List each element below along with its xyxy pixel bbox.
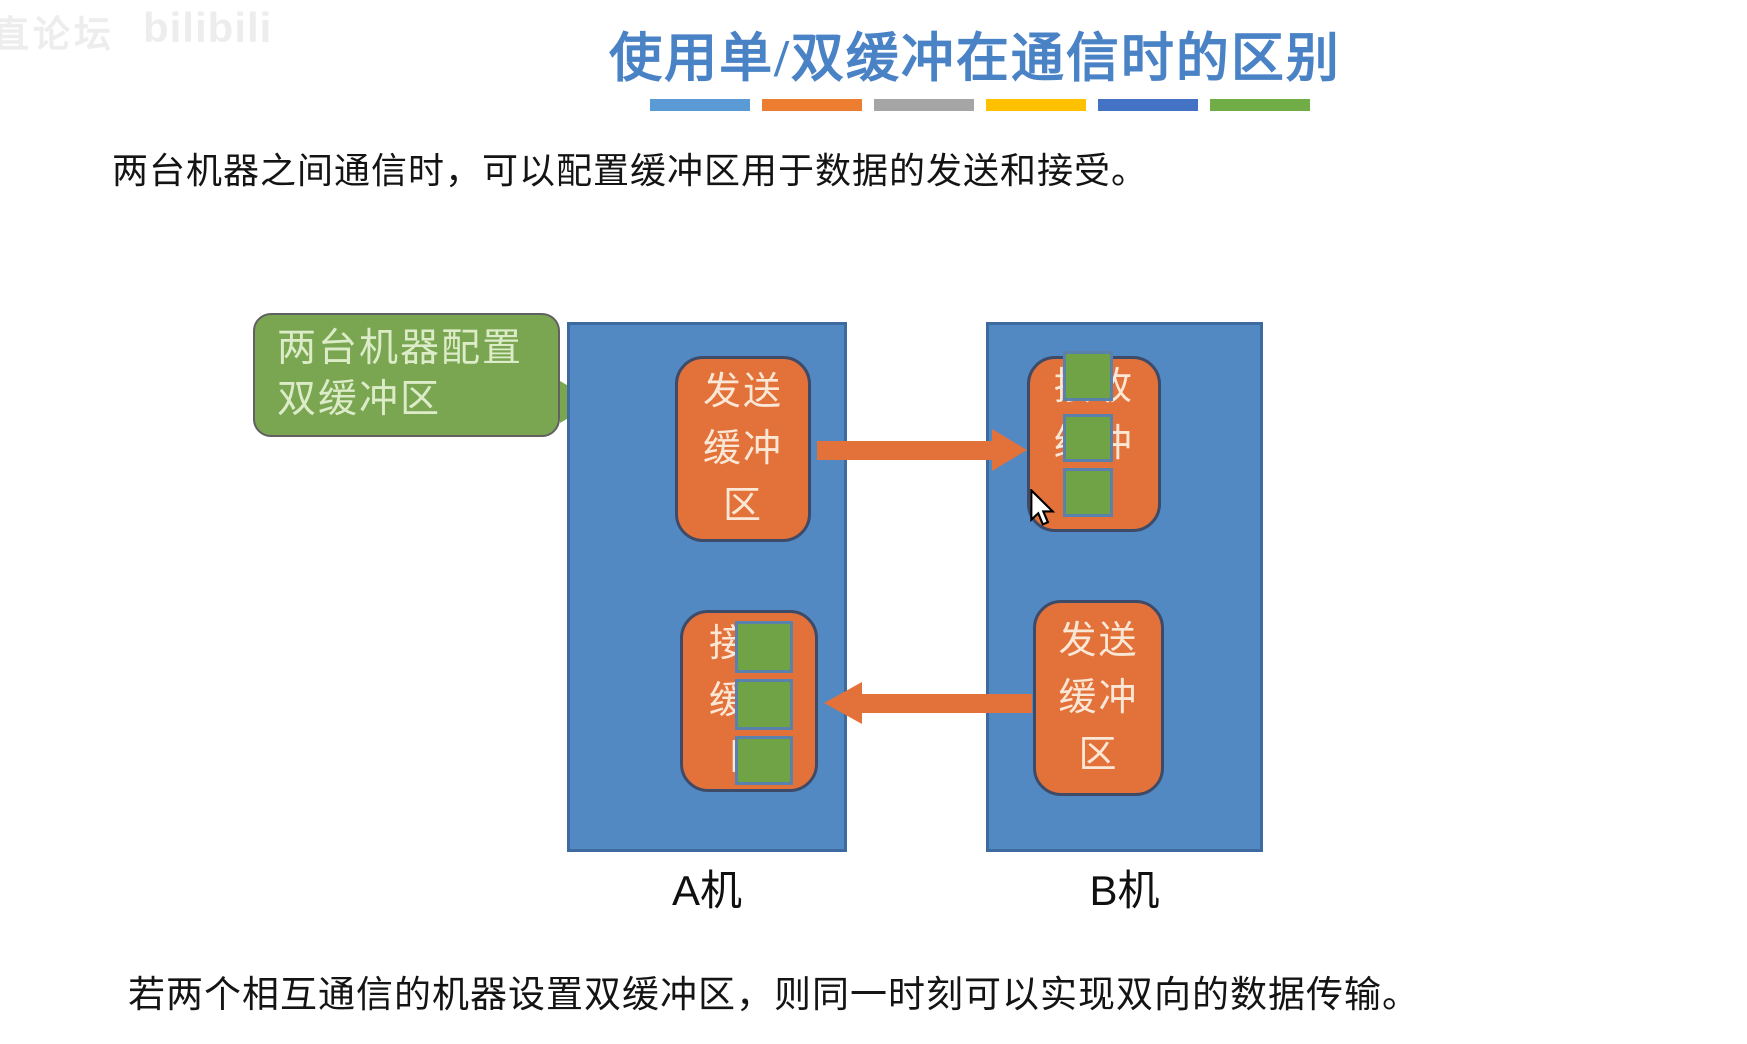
buffer-label-line: 区 <box>722 484 763 527</box>
machine-b-send-buffer: 发送 缓冲 区 <box>1033 600 1164 796</box>
buffer-label-line: 缓冲 <box>1058 676 1139 719</box>
data-packet <box>735 679 793 730</box>
bilibili-logo-text: bilibili <box>143 4 273 51</box>
callout-bubble: 两台机器配置 双缓冲区 <box>253 313 560 437</box>
mouse-cursor <box>1030 489 1056 526</box>
data-packet <box>1063 351 1113 401</box>
data-packet <box>735 621 793 673</box>
underline-bar-orange <box>762 99 862 111</box>
machine-b-label: B机 <box>1089 867 1160 914</box>
machine-a-send-buffer: 发送 缓冲 区 <box>675 356 811 542</box>
data-packet <box>1063 468 1113 517</box>
underline-bar-green <box>1210 99 1310 111</box>
machine-a-label: A机 <box>671 867 742 914</box>
underline-bar-navy <box>1098 99 1198 111</box>
underline-bar-gray <box>874 99 974 111</box>
data-packet <box>1063 414 1113 462</box>
arrow-b-to-a <box>862 694 1032 713</box>
slide-title: 使用单/双缓冲在通信时的区别 <box>609 30 1341 88</box>
arrow-b-to-a-head <box>824 682 862 724</box>
conclusion-paragraph: 若两个相互通信的机器设置双缓冲区，则同一时刻可以实现双向的数据传输。 <box>128 975 1420 1016</box>
buffer-label-line: 区 <box>1078 733 1119 776</box>
data-packet <box>735 736 793 785</box>
buffer-label-line: 发送 <box>702 370 783 413</box>
underline-bar-blue <box>650 99 750 111</box>
watermark: 直论坛 bilibili <box>0 4 272 58</box>
arrow-a-to-b-head <box>992 429 1027 471</box>
underline-bar-yellow <box>986 99 1086 111</box>
title-underline-bars <box>650 99 1310 111</box>
watermark-forum-text: 直论坛 <box>0 15 115 56</box>
callout-line-1: 两台机器配置 <box>277 327 524 370</box>
buffer-label-line: 发送 <box>1058 619 1139 662</box>
buffer-label-line: 缓冲 <box>702 427 783 470</box>
arrow-a-to-b <box>817 441 992 460</box>
callout-line-2: 双缓冲区 <box>277 378 442 422</box>
intro-paragraph: 两台机器之间通信时，可以配置缓冲区用于数据的发送和接受。 <box>112 151 1149 191</box>
